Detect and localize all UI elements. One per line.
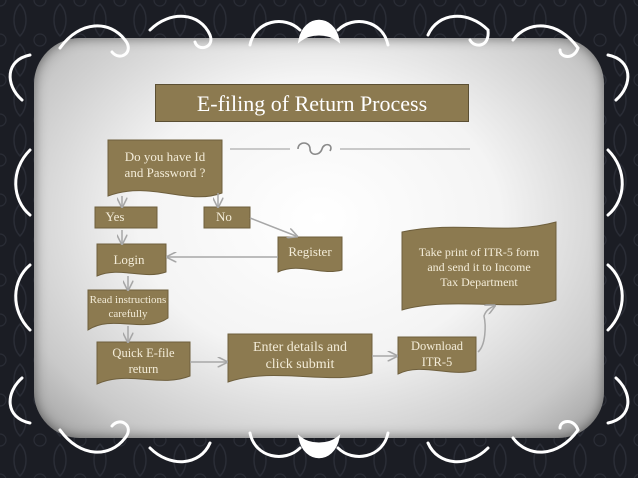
node-do-you-have-id <box>107 139 223 198</box>
label-yes: Yes <box>105 209 125 225</box>
node-register <box>277 236 343 273</box>
node-enter-details <box>227 333 373 383</box>
label-do-you-have-id: Do you have Id and Password ? <box>124 148 206 180</box>
arrow-download-print <box>477 306 494 353</box>
node-download <box>397 336 477 375</box>
label-enter-details: Enter details and click submit <box>252 339 348 373</box>
arrow-no-register <box>249 217 296 236</box>
node-quick-efile <box>96 341 191 385</box>
node-login <box>96 243 167 277</box>
label-quick-efile: Quick E-file return <box>112 346 175 376</box>
label-no: No <box>216 209 232 225</box>
label-login: Login <box>113 251 145 267</box>
label-download: Download ITR-5 <box>410 339 464 369</box>
page-title: E-filing of Return Process <box>155 84 469 122</box>
scroll-ornament-icon <box>230 142 470 156</box>
node-no <box>203 206 251 229</box>
label-read-instructions: Read instructions carefully <box>89 294 167 320</box>
label-take-print: Take print of ITR-5 form and send it to … <box>418 244 540 289</box>
label-register: Register <box>288 243 332 259</box>
node-read-instructions <box>87 289 169 331</box>
node-take-print <box>401 221 557 311</box>
